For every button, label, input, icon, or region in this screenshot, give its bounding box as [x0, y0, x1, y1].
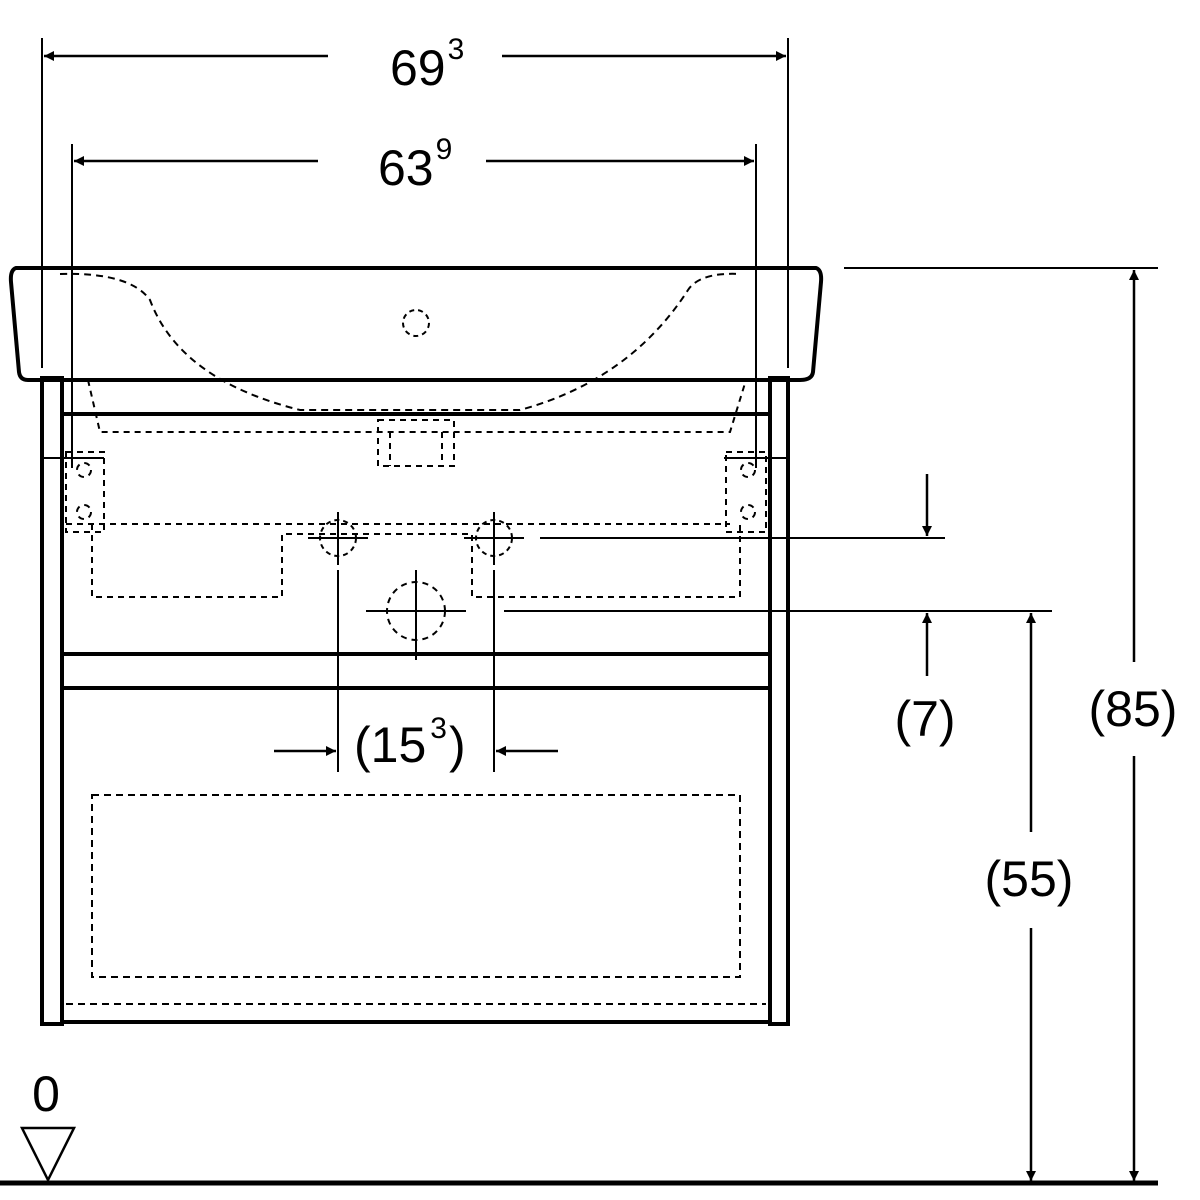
total-height-dimension [844, 267, 1158, 1181]
drawer-hidden-outline [91, 794, 741, 978]
total-height-label: (85) [1089, 681, 1178, 737]
washbasin-outline [8, 266, 824, 382]
tap-hole-left [308, 512, 368, 565]
drain-offset-label: (7) [894, 691, 955, 747]
left-side-panel [40, 376, 64, 1026]
vanity-cabinet [40, 376, 790, 1026]
cabinet-width-label: 639 [378, 133, 452, 196]
tap-spacing-dimension [274, 570, 558, 772]
upper-compartment-hidden [65, 379, 767, 598]
drain-height-label: (55) [985, 851, 1074, 907]
floor-level-label: 0 [32, 1066, 60, 1122]
overflow-hole-hidden [402, 309, 430, 337]
overall-width-dimension [41, 38, 789, 368]
drain-outlet [366, 570, 466, 660]
basin-bowl-hidden [59, 272, 741, 411]
right-side-panel [768, 376, 790, 1026]
floor: 0 [0, 1066, 1158, 1186]
drain-offset-dimension [504, 474, 1052, 676]
cabinet-width-dimension [40, 144, 790, 468]
washbasin [8, 266, 824, 411]
tap-hole-right [464, 512, 524, 565]
overall-width-label: 693 [390, 33, 464, 96]
floor-level-icon [19, 1126, 77, 1183]
